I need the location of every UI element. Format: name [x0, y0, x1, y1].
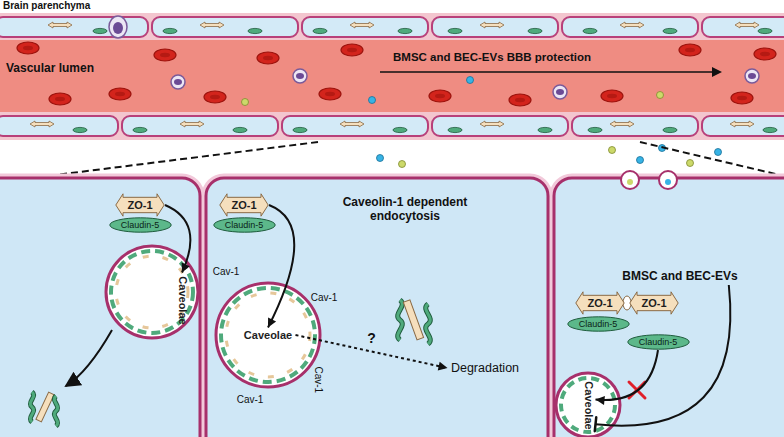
node-text: Claudin-5	[579, 319, 618, 329]
node-text: ZO-1	[641, 297, 666, 310]
connector	[165, 205, 190, 273]
ev-source-tag: BMSC and BEC-EVs	[619, 269, 741, 285]
degraded-proteins	[30, 300, 430, 426]
node-text: Caveolae	[582, 381, 595, 429]
shape-outline	[576, 292, 624, 314]
protein-label: Cav-1	[213, 266, 240, 278]
arrow-head	[596, 396, 605, 405]
protein-label: Cav-1	[312, 367, 324, 394]
shape-outline	[220, 194, 268, 216]
region-label: Vascular lumen	[6, 62, 94, 76]
node-text: ZO-1	[127, 199, 152, 212]
edge-label: ?	[365, 330, 378, 346]
arrow-head	[182, 262, 190, 272]
process-label: Caveolin-1 dependent endocytosis	[330, 196, 480, 224]
shape-outline	[630, 292, 678, 314]
endothelial-cells	[0, 17, 784, 136]
node-text: BMSC and BEC-EVs	[622, 270, 737, 284]
claudin-ellipse: Claudin-5	[109, 217, 172, 233]
shape-outline	[213, 218, 274, 232]
degradation-tag: Degradation	[448, 360, 523, 377]
shape-outline	[109, 218, 170, 232]
region-label: Brain parenchyma	[3, 0, 90, 12]
protein-label: Cav-1	[311, 292, 338, 304]
zo1-arrow-box: ZO-1	[219, 193, 269, 217]
caveolae-tag: Caveolae	[175, 273, 190, 328]
node-text: ZO-1	[587, 297, 612, 310]
region-label: BMSC and BEC-EVs BBB protection	[393, 51, 591, 64]
node-text: Caveolae	[244, 329, 292, 342]
caveolae-tag: Caveolae	[581, 378, 596, 433]
caveolae-tag: Caveolae	[241, 328, 296, 343]
ev-uptake	[621, 171, 677, 189]
protection-arrow	[380, 67, 722, 77]
junction-proteins	[30, 22, 777, 133]
zo1-arrow-box: ZO-1	[115, 193, 165, 217]
zo1-arrow-box: ZO-1	[629, 291, 679, 315]
blood-cells	[17, 42, 776, 106]
shape-outline	[627, 335, 688, 349]
arrow-head	[268, 317, 276, 327]
claudin-ellipse: Claudin-5	[567, 316, 630, 332]
node-text: Caveolae	[176, 276, 189, 324]
shape-outline	[567, 317, 628, 331]
protein-label: Cav-1	[237, 394, 264, 406]
connector	[596, 350, 659, 400]
claudin-ellipse: Claudin-5	[627, 334, 690, 350]
vascular-lumen	[0, 40, 784, 112]
node-text: Claudin-5	[121, 220, 160, 230]
node-text: Claudin-5	[639, 337, 678, 347]
endothelial-cell-panels	[0, 178, 784, 437]
extracellular-vesicles	[242, 77, 722, 168]
zo1-arrow-box: ZO-1	[575, 291, 625, 315]
caveolae-vesicles	[106, 246, 620, 437]
claudin-ellipse: Claudin-5	[213, 217, 276, 233]
zoom-lines	[48, 142, 784, 176]
shape-outline	[116, 194, 164, 216]
inhibition-bar	[595, 417, 596, 431]
node-text: Degradation	[451, 361, 519, 375]
arrow-head	[438, 362, 448, 371]
degradation-arrow	[66, 330, 112, 386]
leukocyte-in-wall	[109, 16, 127, 38]
node-text: ZO-1	[231, 199, 256, 212]
node-text: Claudin-5	[225, 220, 264, 230]
